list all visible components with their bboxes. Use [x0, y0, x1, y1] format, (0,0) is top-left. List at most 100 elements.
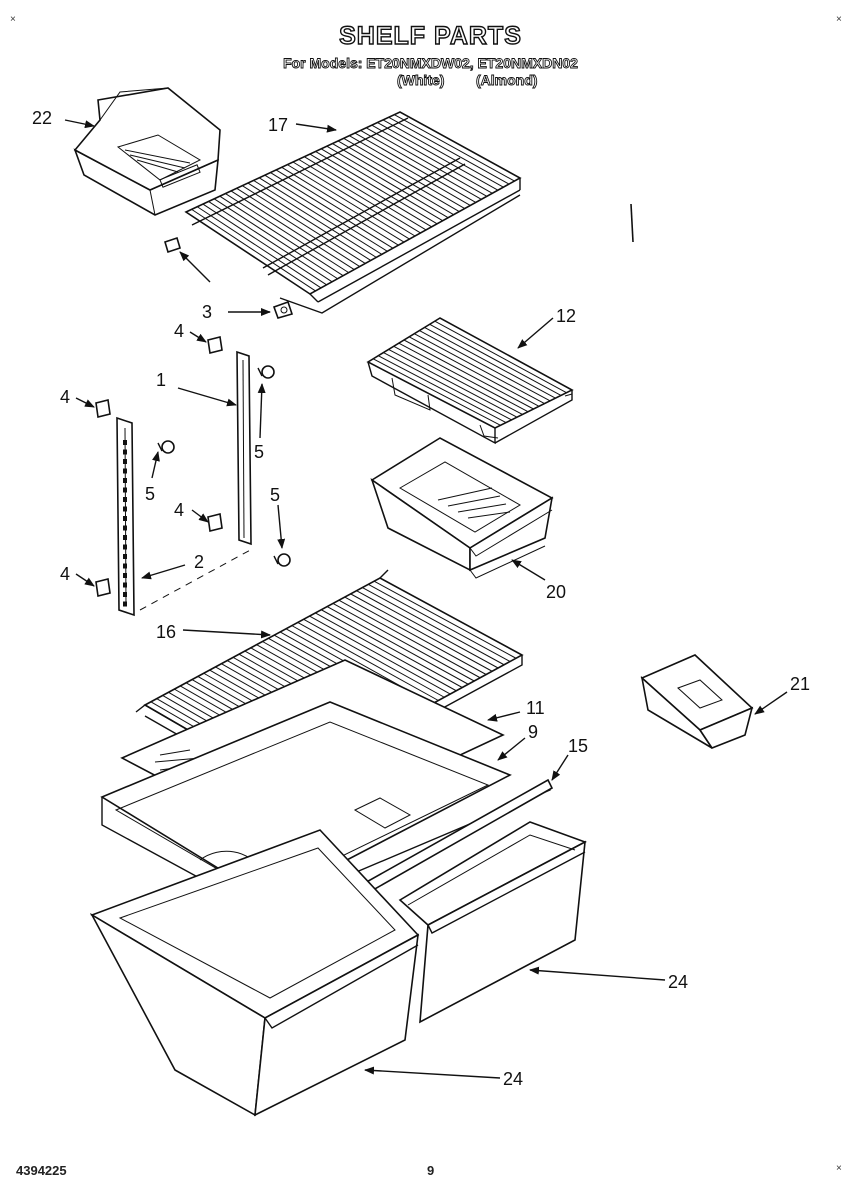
wire-rod — [343, 137, 465, 209]
callout-22: 22 — [32, 108, 52, 128]
cover-rib — [372, 358, 501, 426]
ladder-slot — [123, 601, 127, 607]
wire-rod — [388, 116, 510, 185]
wire-rod — [297, 622, 439, 701]
part-24-crisper-drawer-right — [398, 821, 587, 1024]
ladder-slot — [123, 487, 127, 493]
ladder-slot — [123, 535, 127, 540]
callout-15: 15 — [568, 736, 588, 756]
wire-rod — [202, 203, 327, 286]
callout-21: 21 — [790, 674, 810, 694]
wire-rod — [356, 590, 499, 669]
wire-rod — [360, 129, 482, 200]
wire-rod — [230, 190, 355, 271]
ladder-slot — [123, 554, 127, 559]
cover-rib — [408, 336, 540, 407]
ladder-slot — [123, 544, 127, 550]
part-2-ladder-left — [116, 416, 135, 617]
ladder-slot — [123, 440, 127, 445]
models-line: For Models: ET20NMXDW02, ET20NMXDN02 — [283, 55, 579, 72]
cover-rib — [419, 330, 551, 402]
wire-rod — [377, 122, 499, 191]
wire-rod — [315, 612, 457, 692]
callout-4-upper-left: 4 — [60, 387, 70, 407]
part-20-crisper-pan — [370, 437, 554, 579]
wire-rod — [354, 132, 477, 203]
wire-rod — [303, 618, 445, 698]
callout-3: 3 — [202, 302, 212, 322]
wire-rod — [208, 201, 333, 283]
ladder-slot — [123, 506, 127, 512]
wire-rod — [270, 172, 394, 249]
cover-rib — [429, 323, 562, 396]
document-number: 4394225 — [16, 1163, 67, 1178]
wire-rod — [320, 148, 443, 222]
wire-rod — [344, 596, 487, 675]
ladder-slot — [123, 478, 127, 483]
part-1-ladder-right — [236, 350, 252, 546]
wire-rod — [315, 151, 438, 225]
callout-4-lower-right: 4 — [174, 500, 184, 520]
corner-mark-top-left: × — [10, 14, 16, 25]
corner-mark-top-right: × — [836, 14, 842, 25]
part-17-wire-shelf — [184, 111, 522, 314]
wire-rod — [326, 145, 449, 219]
ladder-alignment-line — [139, 547, 255, 611]
ladder-slot — [123, 516, 127, 521]
wire-rod — [332, 143, 454, 216]
ladder-slot — [123, 563, 127, 569]
cover-rib — [393, 345, 523, 415]
page-number: 9 — [427, 1163, 435, 1178]
cover-rib — [383, 352, 512, 421]
wire-rod — [350, 593, 493, 672]
leader-lines — [64, 119, 788, 1079]
wire-rod — [368, 583, 511, 662]
part-24-crisper-drawer-left — [89, 829, 420, 1117]
part-17-wire-rods — [191, 114, 515, 292]
part-12-crisper-cover — [366, 317, 574, 445]
ladder-slot — [123, 573, 127, 578]
ladder-slot — [123, 449, 127, 455]
callout-24-right: 24 — [668, 972, 688, 992]
wire-rod — [309, 615, 451, 695]
callout-5-upper: 5 — [254, 442, 264, 462]
wire-rod — [337, 140, 460, 213]
part-21-door-bin — [640, 654, 754, 749]
ladder-slot — [123, 497, 127, 502]
callout-4-lower-left: 4 — [60, 564, 70, 584]
wire-rod — [236, 187, 361, 267]
wire-rod — [365, 127, 488, 197]
ladder-slot — [123, 468, 127, 474]
wire-rod — [326, 606, 469, 685]
cover-rib — [414, 333, 545, 405]
ladder-slot — [123, 592, 127, 597]
color-almond-label: (Almond) — [476, 72, 538, 89]
corner-mark-bottom-right: × — [836, 1163, 842, 1174]
wire-rod — [213, 198, 338, 280]
wire-rod — [191, 208, 316, 292]
wire-rod — [292, 161, 416, 237]
callout-12: 12 — [556, 306, 576, 326]
callout-5-left: 5 — [145, 484, 155, 504]
wire-rod — [258, 177, 383, 255]
wire-rod — [362, 587, 505, 666]
wire-rod — [247, 182, 372, 261]
cover-rib — [398, 342, 529, 413]
cover-rib — [424, 326, 556, 399]
wire-rod — [287, 164, 410, 240]
ladder-slot — [123, 459, 127, 464]
part-2-ladder-slots — [123, 440, 127, 607]
callout-24-left: 24 — [503, 1069, 523, 1089]
callout-20: 20 — [546, 582, 566, 602]
cover-rib — [403, 339, 534, 410]
wire-rod — [275, 169, 399, 246]
callout-1: 1 — [156, 370, 166, 390]
wire-rod — [349, 135, 471, 206]
cover-rib — [378, 355, 507, 424]
wire-rod — [242, 185, 366, 264]
wire-rod — [264, 174, 388, 252]
cover-rib — [388, 348, 518, 418]
color-white-label: (White) — [397, 72, 445, 89]
